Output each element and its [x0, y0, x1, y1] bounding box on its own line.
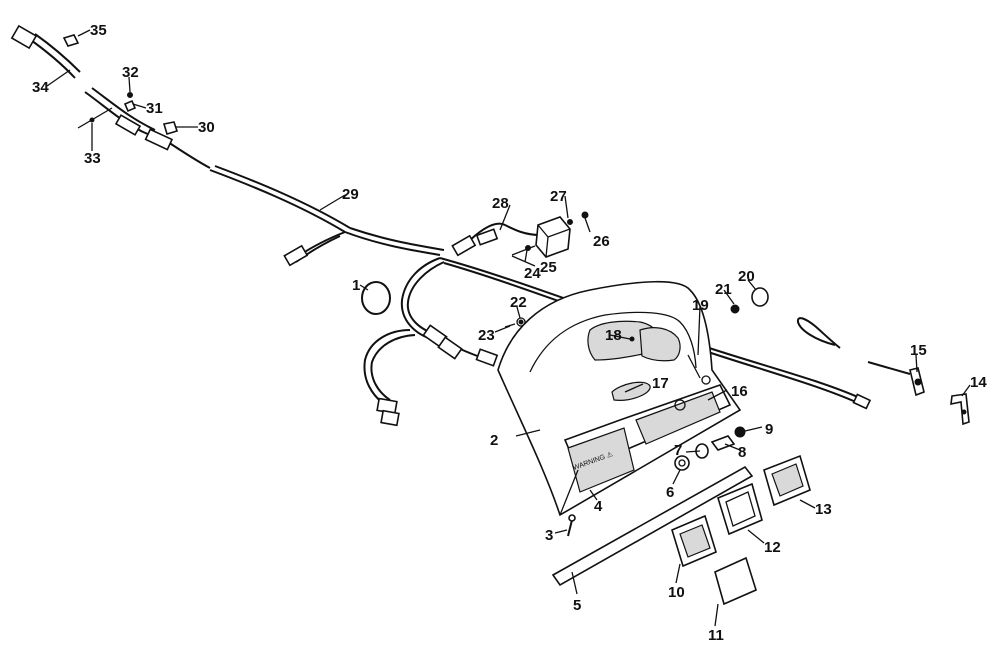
- callout-35: 35: [90, 22, 107, 39]
- callout-28: 28: [492, 195, 509, 212]
- leader-lines: [46, 29, 971, 627]
- callout-22: 22: [510, 294, 527, 311]
- callout-8: 8: [738, 444, 746, 461]
- callout-2: 2: [490, 432, 498, 449]
- callout-16: 16: [731, 383, 748, 400]
- grommet-1: [361, 281, 391, 315]
- callout-30: 30: [198, 119, 215, 136]
- callout-24: 24: [524, 265, 541, 282]
- screw-22-23: [504, 317, 526, 328]
- callout-4: 4: [594, 498, 603, 515]
- switch-parts-6-9: [674, 426, 746, 471]
- callout-9: 9: [765, 421, 773, 438]
- callout-25: 25: [540, 259, 557, 276]
- callout-34: 34: [32, 79, 49, 96]
- callout-15: 15: [910, 342, 927, 359]
- callout-1: 1: [352, 277, 360, 294]
- callout-31: 31: [146, 100, 163, 117]
- callout-21: 21: [715, 281, 732, 298]
- callout-20: 20: [738, 268, 755, 285]
- clip-35: [62, 34, 80, 47]
- callout-19: 19: [692, 297, 709, 314]
- small-hardware-30-33: [77, 92, 179, 135]
- cable-end-34: [10, 24, 81, 79]
- callout-29: 29: [342, 186, 359, 203]
- screw-3: [567, 514, 576, 537]
- callout-33: 33: [84, 150, 101, 167]
- wiring-harness: [84, 87, 872, 427]
- callout-5: 5: [573, 597, 581, 614]
- callout-14: 14: [970, 374, 987, 391]
- knob-20-21: [730, 287, 769, 314]
- callout-numbers: 1 2 3 4 5 6 7 8 9 10 11 12 13 14 15 16 1…: [32, 22, 987, 644]
- bracket-14: [950, 393, 970, 426]
- callout-32: 32: [122, 64, 139, 81]
- plate-11: [714, 556, 757, 606]
- switch-plates: [671, 454, 811, 606]
- dash-panel: WARNING ⚠: [497, 280, 742, 517]
- trim-strip-5: [551, 465, 754, 587]
- callout-12: 12: [764, 539, 781, 556]
- callout-6: 6: [666, 484, 674, 501]
- callout-23: 23: [478, 327, 495, 344]
- callout-26: 26: [593, 233, 610, 250]
- callout-3: 3: [545, 527, 553, 544]
- callout-7: 7: [674, 442, 682, 459]
- cable-15: [796, 317, 925, 397]
- callout-17: 17: [652, 375, 669, 392]
- callout-18: 18: [605, 327, 622, 344]
- relay-box-27: [475, 211, 589, 258]
- callout-27: 27: [550, 188, 567, 205]
- plate-12: [717, 482, 763, 536]
- callout-13: 13: [815, 501, 832, 518]
- callout-10: 10: [668, 584, 685, 601]
- callout-11: 11: [708, 627, 724, 644]
